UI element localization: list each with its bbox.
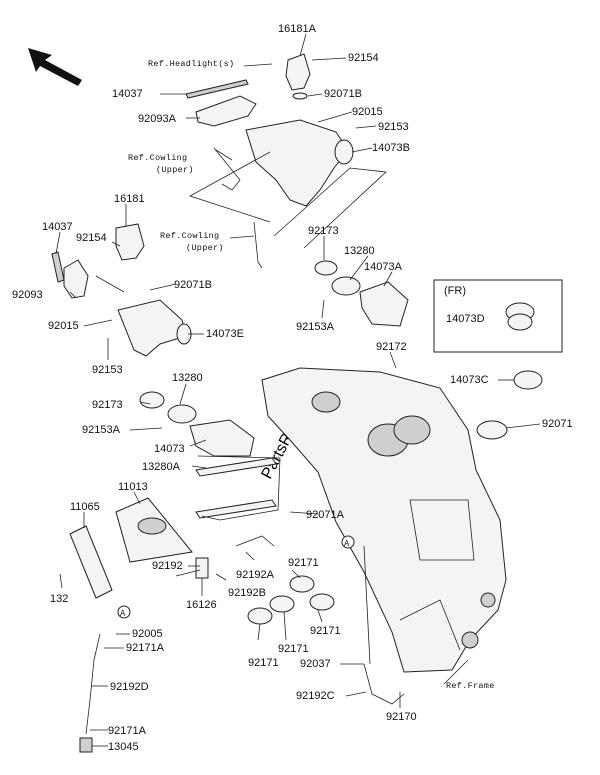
fr-inset bbox=[433, 279, 563, 353]
duct-14073b bbox=[245, 119, 354, 207]
label-13280a: 13280A bbox=[142, 461, 181, 473]
svg-text:A: A bbox=[344, 539, 350, 548]
duct-14073 bbox=[189, 419, 255, 457]
grommet-92071 bbox=[476, 420, 508, 440]
label-92037: 92037 bbox=[300, 658, 331, 670]
label-92171a-top: 92171A bbox=[126, 642, 165, 654]
label-92192d: 92192D bbox=[110, 681, 149, 693]
label-fr: (FR) bbox=[444, 285, 466, 297]
cover-11065 bbox=[69, 525, 113, 599]
panel-92093 bbox=[63, 259, 89, 299]
label-92153a-left: 92153A bbox=[82, 424, 121, 436]
seal-13280-left bbox=[167, 404, 197, 424]
label-14073d: 14073D bbox=[446, 313, 485, 325]
label-14037-top: 14037 bbox=[112, 88, 143, 100]
marker-a-center: A bbox=[341, 535, 355, 549]
label-92171-c: 92171 bbox=[278, 643, 309, 655]
label-ref-cowling-mid-2: (Upper) bbox=[186, 243, 224, 253]
label-ref-cowling-top-1: Ref.Cowling bbox=[128, 153, 187, 163]
part-labels: 16181A 92154 Ref.Headlight(s) 14037 9207… bbox=[12, 23, 573, 753]
label-92171-a: 92171 bbox=[288, 557, 319, 569]
front-direction-arrow bbox=[28, 48, 82, 86]
label-92171-b: 92171 bbox=[310, 625, 341, 637]
drain-assembly bbox=[79, 633, 101, 753]
air-filter-11013 bbox=[115, 497, 193, 563]
svg-text:A: A bbox=[120, 609, 126, 618]
duct-14073c bbox=[513, 370, 543, 390]
clamp-92171-b bbox=[269, 595, 295, 613]
marker-a-left: A bbox=[117, 605, 131, 619]
label-13280-left: 13280 bbox=[172, 372, 203, 384]
label-92154-top: 92154 bbox=[348, 52, 379, 64]
label-13045: 13045 bbox=[108, 741, 139, 753]
bracket-16181a bbox=[285, 53, 311, 100]
label-92172: 92172 bbox=[376, 341, 407, 353]
clamp-92171-a bbox=[289, 575, 315, 593]
label-92015-top: 92015 bbox=[352, 106, 383, 118]
label-92192: 92192 bbox=[152, 560, 183, 572]
label-92153-left: 92153 bbox=[92, 364, 123, 376]
bracket-16181 bbox=[115, 223, 145, 261]
label-ref-headlight: Ref.Headlight(s) bbox=[148, 59, 234, 69]
label-92192a: 92192A bbox=[236, 569, 275, 581]
label-92071b-left: 92071B bbox=[174, 279, 212, 291]
label-14073b: 14073B bbox=[372, 142, 410, 154]
duct-14073e bbox=[117, 299, 192, 357]
label-92171-d: 92171 bbox=[248, 657, 279, 669]
label-92005: 92005 bbox=[132, 628, 163, 640]
leader-lines bbox=[55, 33, 541, 747]
diagram-artwork: PartsRepublik bbox=[28, 33, 563, 753]
label-ref-frame: Ref.Frame bbox=[446, 681, 495, 691]
label-14073: 14073 bbox=[154, 443, 185, 455]
label-92170: 92170 bbox=[386, 711, 417, 723]
hose-92192c bbox=[363, 663, 405, 705]
seal-13280-right bbox=[331, 276, 361, 296]
clamp-92173-right bbox=[314, 260, 338, 276]
grill-14037-left bbox=[51, 251, 65, 283]
label-ref-cowling-mid-1: Ref.Cowling bbox=[160, 231, 219, 241]
frame-airbox bbox=[261, 367, 507, 673]
label-92071b-top: 92071B bbox=[324, 88, 362, 100]
label-92153a-right: 92153A bbox=[296, 321, 335, 333]
label-14073e: 14073E bbox=[206, 328, 244, 340]
label-11013: 11013 bbox=[118, 481, 148, 493]
label-16126: 16126 bbox=[186, 599, 217, 611]
duct-92093a bbox=[195, 95, 257, 127]
clamp-92171-c bbox=[247, 607, 273, 625]
clamp-92173-left bbox=[139, 391, 165, 409]
label-11065: 11065 bbox=[70, 501, 100, 513]
seal-13280a bbox=[195, 457, 277, 519]
label-92015-left: 92015 bbox=[48, 320, 79, 332]
cowling-stay-mid bbox=[253, 221, 263, 269]
duct-14073a bbox=[359, 281, 409, 327]
label-16181a: 16181A bbox=[278, 23, 317, 35]
label-92153-top: 92153 bbox=[378, 121, 409, 133]
label-92093: 92093 bbox=[12, 289, 43, 301]
grill-14037-top bbox=[185, 79, 249, 99]
label-14073c: 14073C bbox=[450, 374, 489, 386]
label-13280-right: 13280 bbox=[344, 245, 375, 257]
label-92192c: 92192C bbox=[296, 690, 335, 702]
label-92171a-bottom: 92171A bbox=[108, 725, 147, 737]
label-92154-left: 92154 bbox=[76, 232, 107, 244]
label-92192b: 92192B bbox=[228, 587, 266, 599]
label-14037-left: 14037 bbox=[42, 221, 73, 233]
label-16181: 16181 bbox=[114, 193, 145, 205]
label-132: 132 bbox=[50, 593, 68, 605]
clamp-92171-d bbox=[309, 593, 335, 611]
label-14073a: 14073A bbox=[364, 261, 403, 273]
hose-92192a bbox=[235, 535, 275, 547]
label-92173-right: 92173 bbox=[308, 225, 339, 237]
cowling-stay-top bbox=[213, 147, 241, 191]
label-92093a: 92093A bbox=[138, 113, 177, 125]
label-92173-left: 92173 bbox=[92, 399, 123, 411]
label-ref-cowling-top-2: (Upper) bbox=[156, 165, 194, 175]
label-92071a: 92071A bbox=[306, 509, 345, 521]
label-92071: 92071 bbox=[542, 418, 573, 430]
